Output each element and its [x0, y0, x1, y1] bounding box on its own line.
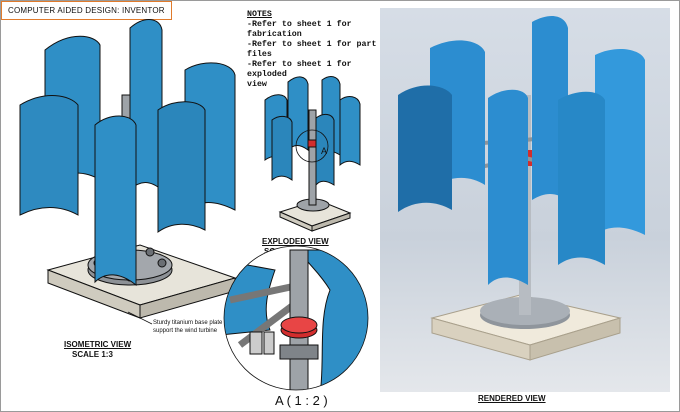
notes-line: -Refer to sheet 1 for part files [247, 40, 377, 59]
isometric-view-scale: SCALE 1:3 [72, 350, 113, 359]
exploded-view-title: EXPLODED VIEW [262, 237, 329, 246]
blade [157, 101, 206, 233]
notes-line: -Refer to sheet 1 for [247, 20, 352, 29]
blade [94, 115, 137, 287]
isometric-view-title: ISOMETRIC VIEW [64, 340, 132, 349]
drawing-title: COMPUTER AIDED DESIGN: INVENTOR [1, 1, 172, 20]
rendered-view-title: RENDERED VIEW [478, 394, 546, 403]
notes-block: NOTES -Refer to sheet 1 for fabrication … [247, 10, 377, 90]
notes-line: view [247, 80, 267, 89]
blade [19, 95, 79, 216]
detail-view-label: A ( 1 : 2 ) [275, 393, 328, 408]
base-plate-callout: Sturdy titanium base plate to support th… [153, 320, 230, 334]
detail-marker: A [321, 146, 328, 156]
notes-line: -Refer to sheet 1 for exploded [247, 60, 352, 79]
notes-line: fabrication [247, 30, 302, 39]
notes-heading: NOTES [247, 10, 272, 19]
